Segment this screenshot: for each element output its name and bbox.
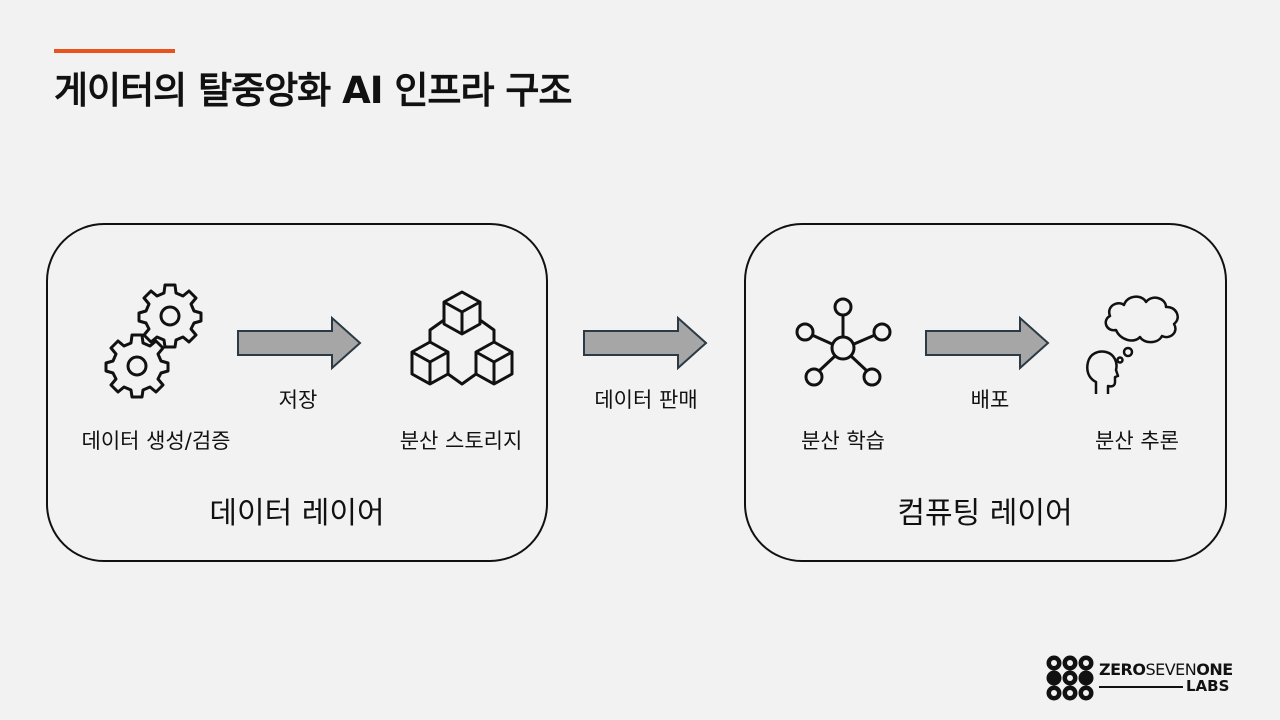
cubes-icon (410, 290, 514, 386)
data-generation-label: 데이터 생성/검증 (81, 429, 231, 453)
logo-mark-icon (1046, 655, 1094, 701)
compute-layer-label: 컴퓨팅 레이어 (897, 496, 1073, 531)
deploy-arrow (925, 315, 1050, 371)
gears-icon (104, 283, 203, 399)
deploy-arrow-label: 배포 (970, 388, 1010, 412)
compute-layer-box (744, 223, 1227, 562)
store-arrow (237, 315, 362, 371)
thinking-head-icon (1086, 295, 1179, 394)
distributed-training-label: 분산 학습 (801, 429, 885, 453)
distributed-inference-label: 분산 추론 (1095, 429, 1179, 453)
logo-sub-wordmark: LABS (1186, 677, 1230, 695)
network-icon (795, 297, 892, 387)
data-layer-label: 데이터 레이어 (209, 496, 385, 531)
sell-data-label: 데이터 판매 (594, 388, 698, 412)
logo-rule (1099, 686, 1183, 688)
sell-data-arrow (583, 315, 708, 371)
logo-wordmark: ZEROSEVENONE (1099, 660, 1233, 679)
page-title: 게이터의 탈중앙화 AI 인프라 구조 (54, 69, 572, 112)
title-accent-bar (54, 49, 175, 53)
data-layer-box (46, 223, 548, 562)
distributed-storage-label: 분산 스토리지 (399, 429, 523, 453)
store-arrow-label: 저장 (278, 388, 318, 412)
